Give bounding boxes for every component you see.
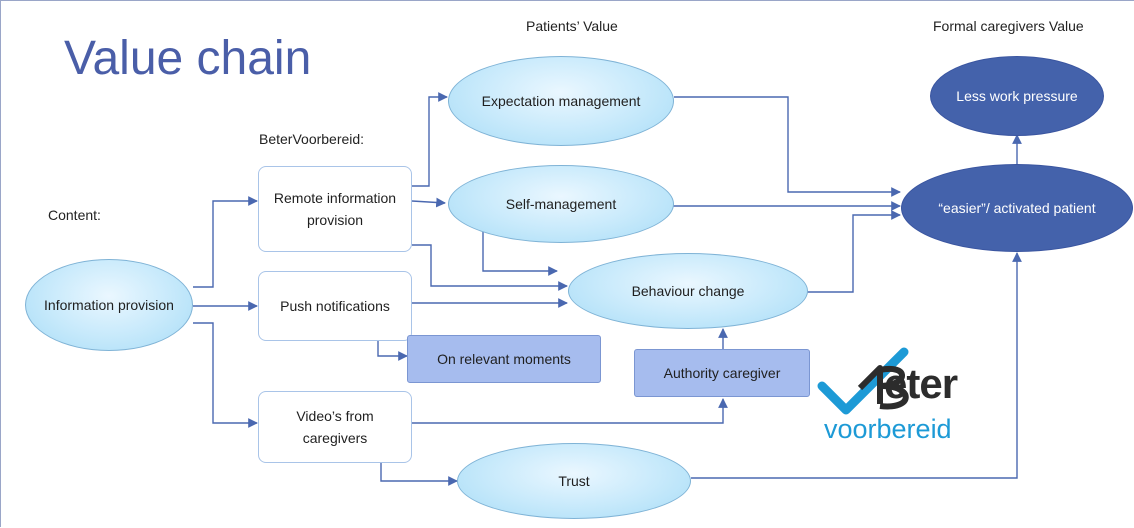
content-heading: Content: [48,207,101,223]
node-expectation-management: Expectation management [448,56,674,146]
node-self-management: Self-management [448,165,674,243]
connector-behaviour-to-activated [807,210,901,293]
connector-videos-to-authority [412,398,728,424]
caregivers-value-heading: Formal caregivers Value [933,18,1084,34]
connector-remote-to-selfmgmt [411,197,446,208]
node-information-provision: Information provision [25,259,193,351]
logo-word-voorbereid: voorbereid [824,414,952,444]
node-authority-caregiver: Authority caregiver [634,349,810,397]
patients-value-heading: Patients’ Value [526,18,618,34]
node-push-notifications: Push notifications [258,271,412,341]
connector-trust-to-activated [691,252,1022,479]
connector-info-to-videos [193,322,258,428]
connector-expectation-to-activated [674,96,901,197]
node-on-relevant-moments: On relevant moments [407,335,601,383]
connector-videos-to-trust [380,463,458,486]
diagram-title: Value chain [64,32,312,85]
logo-mark-icon [817,347,909,415]
connector-remote-to-expectation [412,92,448,187]
node-remote-information-provision: Remote information provision [258,166,412,252]
beter-voorbereid-heading: BeterVoorbereid: [259,131,365,147]
node-trust: Trust [457,443,691,519]
connector-remote-to-behaviour [412,244,568,291]
beter-voorbereid-logo: eter voorbereid [816,346,1016,446]
node-behaviour-change: Behaviour change [568,253,808,329]
node-easier-activated-patient: “easier”/ activated patient [901,164,1133,252]
connector-info-to-remote [193,196,258,288]
node-less-work-pressure: Less work pressure [930,56,1104,136]
node-videos-from-caregivers: Video’s from caregivers [258,391,412,463]
logo-word-eter: eter [884,360,958,407]
connector-selfmgmt-to-behaviour [482,226,558,276]
connector-push-to-relevant [377,341,408,361]
